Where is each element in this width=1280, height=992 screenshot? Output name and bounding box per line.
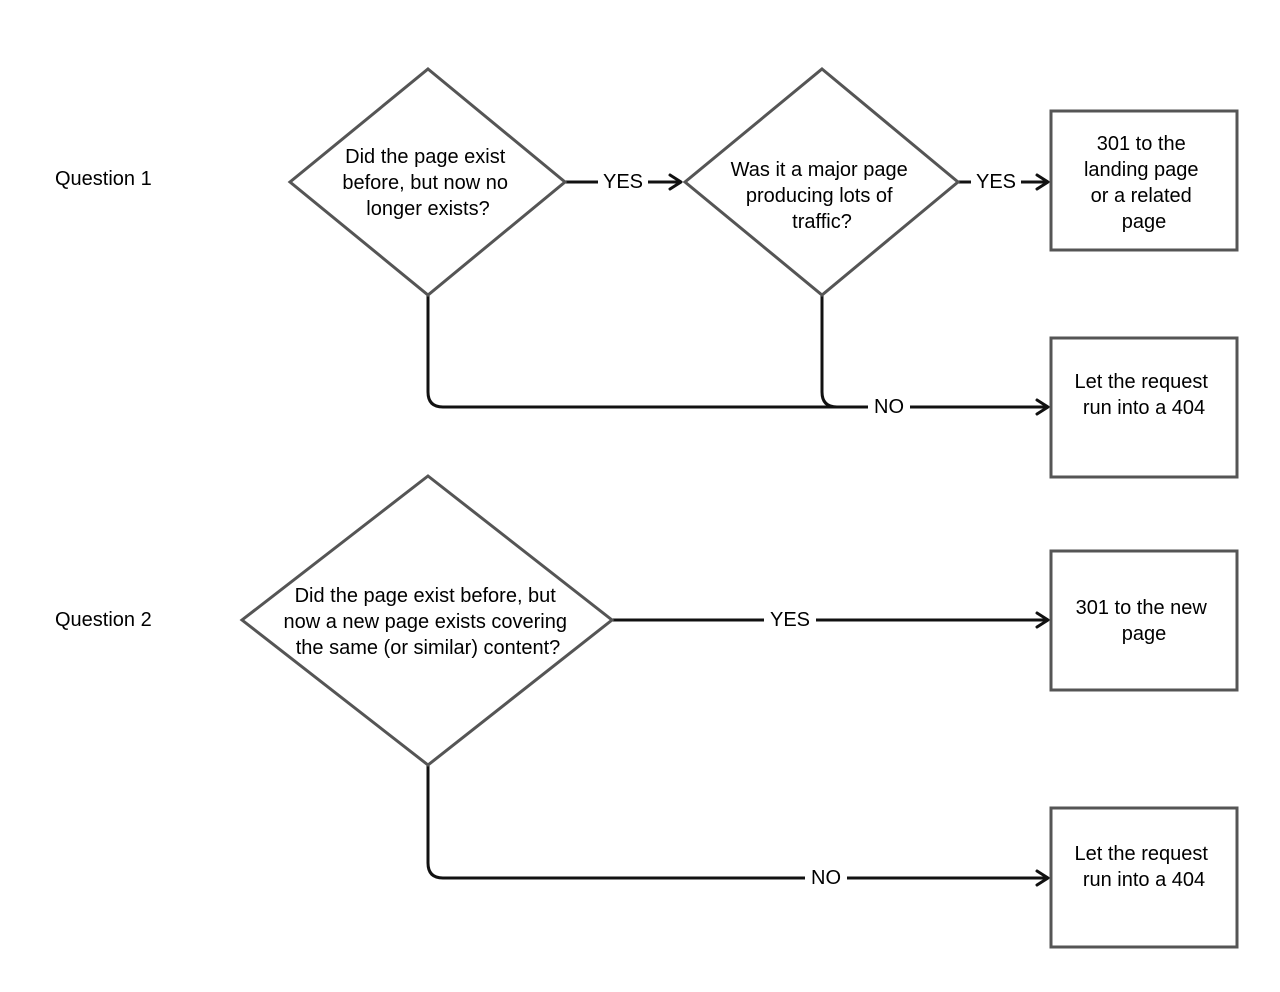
svg-text:Did the page exist before, but: Did the page exist before, but now a new… [283,585,572,659]
outcome-404-question-2: Let the request run into a 404 [1049,806,1239,949]
svg-text:Was it a major page prod: Was it a major page producing lots of tr… [731,159,914,233]
decision-page-replaced: Did the page exist before, but now a new… [239,474,615,767]
outcome-301-landing-page: 301 to the landing page or a related pag… [1049,109,1239,252]
q2-no-connector [426,765,1050,887]
q2-yes-connector [612,611,1050,629]
question-2-label: Question 2 [55,609,152,631]
q1-major-yes-label: YES [971,170,1021,194]
svg-text:Did the page exist befor: Did the page exist before, but now no lo… [342,146,513,220]
q1-major-no-connector [820,295,1050,416]
outcome-404-question-1: Let the request run into a 404 [1049,336,1239,479]
q2-no-label: NO [805,866,847,890]
svg-text:Let the request run into: Let the request run into a 404 [1075,843,1214,891]
q1-exists-no-connector [426,295,860,409]
q2-yes-label: YES [764,608,816,632]
decision-major-traffic-page: Was it a major page producing lots of tr… [682,67,961,297]
outcome-301-new-page: 301 to the new page [1049,549,1239,692]
svg-text:301 to the landing page: 301 to the landing page or a related pag… [1084,133,1204,233]
decision-page-no-longer-exists: Did the page exist before, but now no lo… [287,67,568,297]
svg-text:301 to the new page: 301 to the new page [1076,597,1213,645]
question-1-label: Question 1 [55,168,152,190]
q1-exists-yes-label: YES [598,170,648,194]
svg-text:Let the request run into: Let the request run into a 404 [1075,371,1214,419]
svg-text:NO: NO [874,396,904,418]
svg-text:YES: YES [976,171,1016,193]
svg-text:YES: YES [770,609,810,631]
svg-text:NO: NO [811,867,841,889]
svg-text:YES: YES [603,171,643,193]
q1-no-label: NO [868,395,910,419]
